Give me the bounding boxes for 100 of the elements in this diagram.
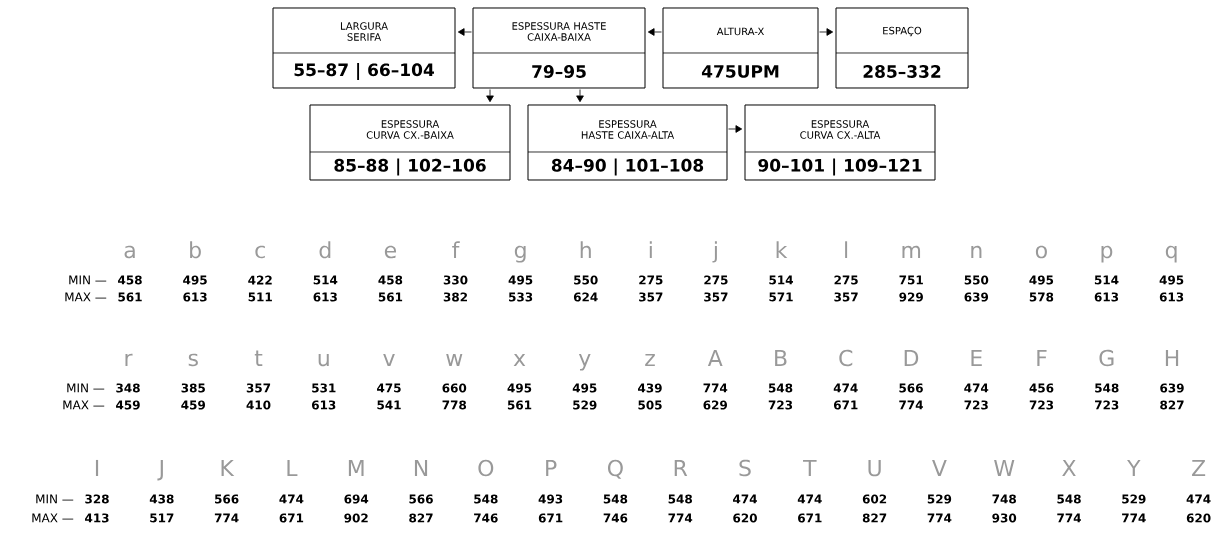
value-number: 529 xyxy=(1122,494,1146,504)
value-number: 774 xyxy=(899,400,923,410)
value-number: 639 xyxy=(1160,383,1184,393)
value-number: 746 xyxy=(474,513,498,523)
glyph-letter: f xyxy=(452,241,460,258)
glyph-letter: X xyxy=(1062,459,1076,476)
value-number: 413 xyxy=(85,513,109,523)
glyph-letter: z xyxy=(645,353,655,366)
value-number: 550 xyxy=(964,275,989,285)
measure-box: ESPESSURA HASTE CAIXA-ALTA 84–90 | 101–108 xyxy=(527,104,728,181)
value-number: 495 xyxy=(1029,275,1054,285)
glyph-letter: C xyxy=(839,349,853,367)
value-number: 723 xyxy=(964,400,988,410)
value-number: 774 xyxy=(1057,513,1081,523)
value-number: 929 xyxy=(899,292,923,302)
value-number: 902 xyxy=(344,513,368,523)
value-number: 357 xyxy=(246,383,271,393)
value-number: 493 xyxy=(538,494,563,504)
glyph-letter: h xyxy=(580,241,591,258)
glyph-letter: d xyxy=(319,241,331,259)
value-number: 533 xyxy=(509,292,533,302)
glyph-letter: b xyxy=(190,241,201,259)
value-number: 694 xyxy=(344,494,369,504)
measure-box: ESPESSURA CURVA CX.-ALTA 90–101 | 109–121 xyxy=(744,104,936,181)
glyph-letter: W xyxy=(994,459,1015,476)
value-number: 475 xyxy=(377,383,401,393)
glyph-letter: j xyxy=(712,241,717,263)
value-number: 671 xyxy=(798,513,822,523)
value-number: 474 xyxy=(279,494,304,504)
value-number: 827 xyxy=(1160,400,1184,410)
value-number: 495 xyxy=(183,275,207,285)
glyph-letter: N xyxy=(414,459,428,476)
value-number: 438 xyxy=(149,494,174,504)
glyph-letter: k xyxy=(776,241,788,258)
value-number: 561 xyxy=(118,292,142,302)
glyph-letter: R xyxy=(674,459,688,476)
value-number: 541 xyxy=(377,400,401,410)
value-number: 561 xyxy=(378,292,403,302)
value-number: 624 xyxy=(573,292,598,302)
measure-box: ESPESSURA CURVA CX.-BAIXA 85–88 | 102–106 xyxy=(309,104,511,181)
value-number: 774 xyxy=(214,513,239,523)
value-number: 514 xyxy=(769,275,793,285)
glyph-letter: r xyxy=(125,353,133,366)
value-number: 531 xyxy=(312,383,336,393)
value-number: 382 xyxy=(443,292,467,302)
value-number: 529 xyxy=(573,400,597,410)
value-number: 671 xyxy=(833,400,858,410)
glyph-letter: p xyxy=(1101,245,1113,263)
glyph-letter: u xyxy=(318,353,329,367)
glyph-letter: m xyxy=(902,245,921,258)
value-number: 571 xyxy=(769,292,793,302)
glyph-letter: g xyxy=(514,245,526,263)
glyph-letter: D xyxy=(904,349,919,366)
arrow xyxy=(647,28,662,36)
value-number: 613 xyxy=(312,400,336,410)
value-number: 778 xyxy=(442,400,467,410)
arrow xyxy=(819,28,834,36)
glyph-letter: Z xyxy=(1192,459,1206,476)
glyph-letter: B xyxy=(775,349,787,366)
value-number: 671 xyxy=(538,513,563,523)
glyph-letter: x xyxy=(513,353,526,366)
value-number: 275 xyxy=(834,275,858,285)
value-number: 330 xyxy=(443,275,468,285)
value-number: 774 xyxy=(1122,513,1146,523)
value-number: 613 xyxy=(183,292,207,302)
glyph-letter: Y xyxy=(1127,459,1141,476)
value-number: 548 xyxy=(1057,494,1081,504)
value-number: 613 xyxy=(1094,292,1119,302)
glyph-letter: S xyxy=(739,459,751,477)
glyph-letter: J xyxy=(157,459,163,481)
value-number: 357 xyxy=(639,292,663,302)
glyph-letter: t xyxy=(254,350,263,366)
value-number: 495 xyxy=(572,383,597,393)
value-number: 620 xyxy=(733,513,757,523)
value-number: 517 xyxy=(150,513,174,523)
value-number: 566 xyxy=(899,383,923,393)
value-number: 723 xyxy=(1095,400,1119,410)
value-number: 671 xyxy=(279,513,304,523)
value-number: 459 xyxy=(116,400,140,410)
glyph-letter: v xyxy=(383,353,395,366)
value-number: 578 xyxy=(1029,292,1054,302)
value-number: 439 xyxy=(638,383,662,393)
value-number: 514 xyxy=(313,275,338,285)
glyph-letter: E xyxy=(971,349,982,366)
value-number: 511 xyxy=(248,292,272,302)
value-number: 385 xyxy=(181,383,205,393)
arrow xyxy=(576,89,584,103)
measure-box: ALTURA-X 475UPM xyxy=(662,7,819,89)
value-number: 357 xyxy=(704,292,728,302)
row-label: MAX — xyxy=(65,292,107,302)
glyph-letter: O xyxy=(478,459,494,477)
value-number: 357 xyxy=(834,292,858,302)
glyph-letter: I xyxy=(95,459,99,476)
value-number: 348 xyxy=(116,383,140,393)
glyph-letter: A xyxy=(707,349,723,366)
glyph-letter: l xyxy=(845,241,848,258)
glyph-letter: F xyxy=(1037,349,1047,366)
glyph-letter: G xyxy=(1099,349,1114,367)
value-number: 550 xyxy=(574,275,598,285)
glyph-letter: U xyxy=(868,459,881,477)
